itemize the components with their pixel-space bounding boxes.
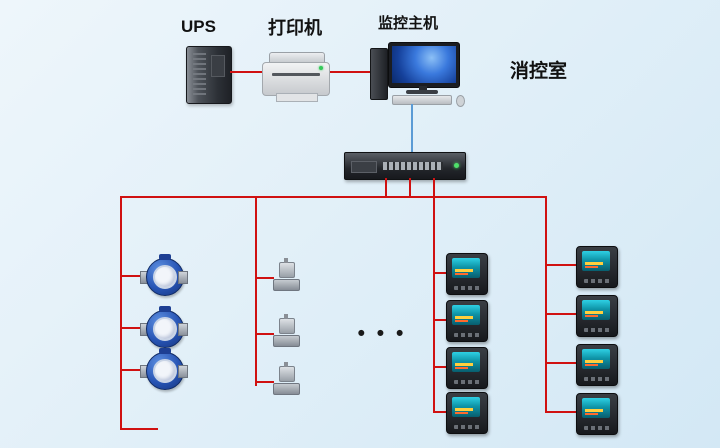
power-meter-icon-2-2	[576, 295, 618, 337]
power-meter-icon-1-2	[446, 300, 488, 342]
power-meter-icon-2-1	[576, 246, 618, 288]
meter-screen	[452, 305, 480, 325]
meter-screen	[452, 397, 480, 417]
branch-water-meters-bottom-stub	[120, 428, 158, 430]
branch-power-meters-2	[545, 196, 547, 413]
ups-tower-icon	[186, 46, 232, 104]
power-meter-icon-1-1	[446, 253, 488, 295]
stub-power-meter-2-4	[545, 411, 576, 413]
ups-label: UPS	[181, 17, 216, 36]
laser-printer-icon	[262, 52, 330, 102]
stub-power-meter-1-1	[433, 272, 446, 274]
stub-power-meter-1-4	[433, 411, 446, 413]
printer-body	[262, 62, 330, 102]
stub-power-meter-2-2	[545, 313, 576, 315]
stub-water-meter-2	[120, 327, 142, 329]
power-meter-icon-1-3	[446, 347, 488, 389]
control-room-label: 消控室	[510, 61, 568, 82]
stub-water-meter-3	[120, 369, 142, 371]
power-meter-icon-2-4	[576, 393, 618, 435]
meter-screen	[452, 352, 480, 372]
host-monitor-icon	[388, 42, 460, 88]
monitor-base	[406, 90, 438, 94]
stub-valve-3	[255, 381, 274, 383]
monitor-stand	[419, 86, 427, 91]
keyboard-icon	[392, 95, 452, 105]
water-meter-icon-1	[140, 254, 188, 298]
branch-water-meters	[120, 196, 122, 430]
branch-valves	[255, 196, 257, 386]
valve-actuator-icon-3	[272, 362, 300, 398]
valve-stem	[284, 362, 288, 367]
stub-power-meter-1-2	[433, 319, 446, 321]
rack-data-collector-icon	[344, 152, 466, 180]
meter-screen	[582, 398, 610, 418]
connector-host-collector	[411, 104, 413, 152]
water-meter-dial	[146, 254, 184, 296]
meter-screen	[452, 258, 480, 278]
valve-actuator-icon-2	[272, 314, 300, 350]
monitor-host-label: 监控主机	[378, 15, 439, 32]
printer-label: 打印机	[268, 18, 322, 38]
stub-water-meter-1	[120, 275, 142, 277]
connector-drop-2	[409, 178, 411, 198]
host-tower-icon	[370, 48, 388, 100]
meter-screen	[582, 251, 610, 271]
connector-ups-printer	[230, 71, 262, 73]
meter-screen	[582, 300, 610, 320]
connector-drop-3	[433, 178, 435, 198]
stub-valve-2	[255, 333, 274, 335]
valve-stem	[284, 314, 288, 319]
stub-power-meter-2-1	[545, 264, 576, 266]
power-meter-icon-2-3	[576, 344, 618, 386]
stub-valve-1	[255, 277, 274, 279]
printer-status-led	[319, 66, 323, 70]
stub-power-meter-2-3	[545, 362, 576, 364]
water-meter-dial	[146, 306, 184, 348]
connector-bus	[120, 196, 547, 198]
water-meter-icon-2	[140, 306, 188, 350]
connector-drop-1	[385, 178, 387, 198]
monitor-screen	[392, 46, 456, 83]
power-meter-icon-1-4	[446, 392, 488, 434]
water-meter-icon-3	[140, 348, 188, 392]
stub-power-meter-1-3	[433, 366, 446, 368]
collector-display	[351, 161, 377, 173]
meter-screen	[582, 349, 610, 369]
connector-printer-host	[330, 71, 370, 73]
valve-actuator-icon-1	[272, 258, 300, 294]
water-meter-dial	[146, 348, 184, 390]
branch-power-meters-1	[433, 196, 435, 413]
ellipsis-more-devices: • • •	[357, 322, 407, 345]
mouse-icon	[456, 95, 465, 107]
valve-stem	[284, 258, 288, 263]
